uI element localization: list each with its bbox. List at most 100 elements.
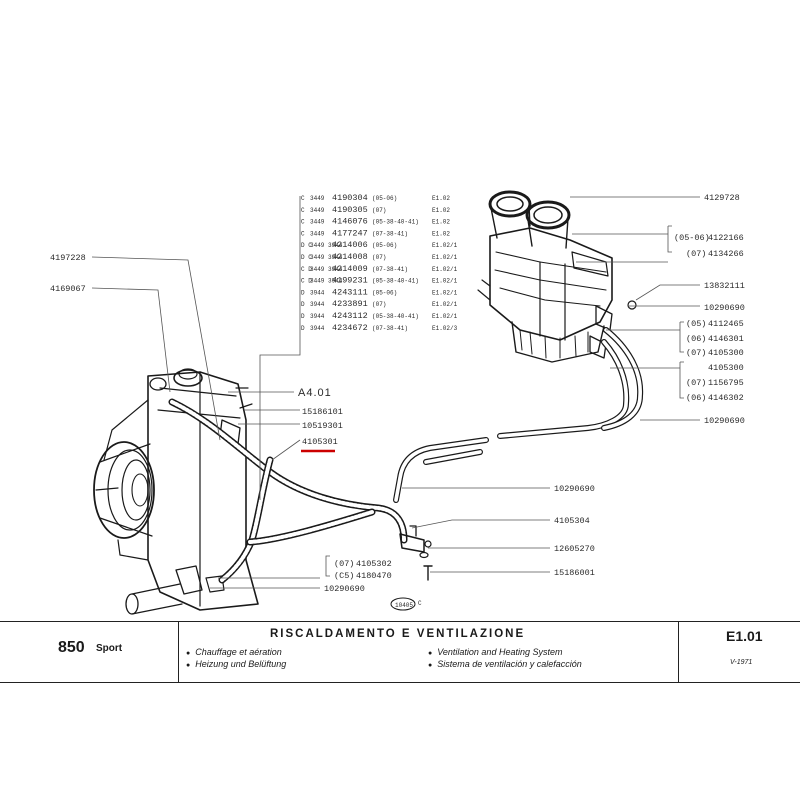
model-cell: 850 Sport	[0, 622, 179, 682]
row-reference: E1.02	[432, 230, 450, 237]
row-group: 3449	[310, 207, 325, 214]
callout-bottom-part-0: 4105302	[356, 559, 392, 569]
row-models: (05-06)	[372, 242, 397, 249]
row-part-number: 4214008	[332, 252, 368, 262]
drawing-letter: C	[418, 600, 422, 607]
code-cell: E1.01 V-1971	[678, 622, 800, 682]
row-letter: D C	[301, 242, 312, 249]
page-title: RISCALDAMENTO E VENTILAZIONE	[270, 628, 526, 640]
row-reference: E1.02/1	[432, 266, 458, 273]
callout-grp2-part-2: 4146302	[708, 393, 744, 403]
drawing-reference: 10405	[395, 602, 413, 609]
row-reference: E1.02/1	[432, 313, 458, 320]
callout-grp2-code-2: (06)	[686, 393, 706, 403]
callout-grp1-part-2: 4105300	[708, 348, 744, 358]
row-letter: C	[301, 195, 305, 202]
row-letter: D	[301, 313, 305, 320]
row-group: 3449 3944	[310, 266, 343, 273]
row-letter: D	[301, 325, 305, 332]
callout-a401: A4.01	[298, 387, 332, 399]
page-date: V-1971	[730, 659, 753, 666]
page-code: E1.01	[726, 628, 763, 644]
callout-10519301: 10519301	[302, 421, 343, 431]
parts-table-row: C 3449 4190305 (07) E1.02	[301, 205, 450, 215]
callout-grp1-part-0: 4112465	[708, 319, 744, 329]
row-letter: C	[301, 219, 305, 226]
callout-grp2-code-1: (07)	[686, 378, 706, 388]
english-title: ●Ventilation and Heating System	[428, 647, 563, 657]
callout-4105301: 4105301	[302, 437, 338, 447]
callout-grp1-part-1: 4146301	[708, 334, 744, 344]
row-part-number: 4234672	[332, 323, 368, 333]
callout-code-05-06: (05-06)	[674, 233, 710, 243]
row-group: 3944	[310, 289, 325, 296]
row-group: 3449	[310, 219, 325, 226]
row-letter: C D	[301, 278, 312, 285]
row-models: (07-38-41)	[372, 266, 408, 273]
callout-12605270: 12605270	[554, 544, 595, 554]
callout-4197228: 4197228	[50, 253, 86, 263]
row-reference: E1.02/1	[432, 242, 458, 249]
row-group: 3449 3944	[310, 254, 343, 261]
callout-bottom-part-1: 4180470	[356, 571, 392, 581]
row-group: 3944	[310, 301, 325, 308]
row-reference: E1.02	[432, 207, 450, 214]
heater-unit-drawing	[477, 190, 637, 363]
callout-grp2-part-1: 1156795	[708, 378, 744, 388]
row-letter: C	[301, 207, 305, 214]
leader-lines	[91, 196, 700, 589]
callout-4105304: 4105304	[554, 516, 590, 526]
row-part-number: 4233891	[332, 299, 368, 309]
callout-10290690-middle: 10290690	[554, 484, 595, 494]
row-part-number: 4214006	[332, 240, 368, 250]
row-part-number: 4199231	[332, 276, 368, 286]
row-part-number: 4177247	[332, 228, 368, 238]
row-models: (07-38-41)	[372, 230, 408, 237]
row-group: 3944	[310, 325, 325, 332]
row-letter: C D	[301, 266, 312, 273]
row-part-number: 4146076	[332, 217, 368, 227]
row-part-number: 4214009	[332, 264, 368, 274]
row-group: 3944	[310, 313, 325, 320]
row-models: (07)	[372, 207, 386, 214]
engine-radiator-drawing	[93, 368, 259, 615]
row-part-number: 4243112	[332, 311, 368, 321]
row-letter: D C	[301, 254, 312, 261]
row-models: (05-06)	[372, 289, 397, 296]
callout-grp1-code-0: (05)	[686, 319, 706, 329]
title-block: 850 Sport RISCALDAMENTO E VENTILAZIONE ●…	[0, 621, 800, 683]
row-part-number: 4243111	[332, 287, 368, 297]
callout-grp1-code-2: (07)	[686, 348, 706, 358]
row-group: 3449	[310, 195, 325, 202]
row-models: (05-38-40-41)	[372, 219, 419, 226]
row-reference: E1.02/1	[432, 301, 458, 308]
row-part-number: 4190305	[332, 205, 368, 215]
row-letter: D	[301, 289, 305, 296]
callout-10290690-bottom: 10290690	[324, 584, 365, 594]
callout-4134266: 4134266	[708, 249, 744, 259]
spanish-title: ●Sistema de ventilación y calefacción	[428, 659, 582, 669]
callout-grp1-code-1: (06)	[686, 334, 706, 344]
callout-10290690-right: 10290690	[704, 416, 745, 426]
hoses	[168, 327, 644, 584]
row-reference: E1.02	[432, 219, 450, 226]
model-name: Sport	[96, 643, 123, 654]
callout-bottom-code-0: (07)	[334, 559, 354, 569]
row-group: 3449 3944	[310, 242, 343, 249]
callout-code-07: (07)	[686, 249, 706, 259]
french-title: ●Chauffage et aération	[186, 647, 282, 657]
callout-4129728: 4129728	[704, 193, 740, 203]
row-models: (07)	[372, 254, 386, 261]
row-models: (07)	[372, 301, 386, 308]
callout-4122166: 4122166	[708, 233, 744, 243]
row-models: (05-38-40-41)	[372, 278, 419, 285]
